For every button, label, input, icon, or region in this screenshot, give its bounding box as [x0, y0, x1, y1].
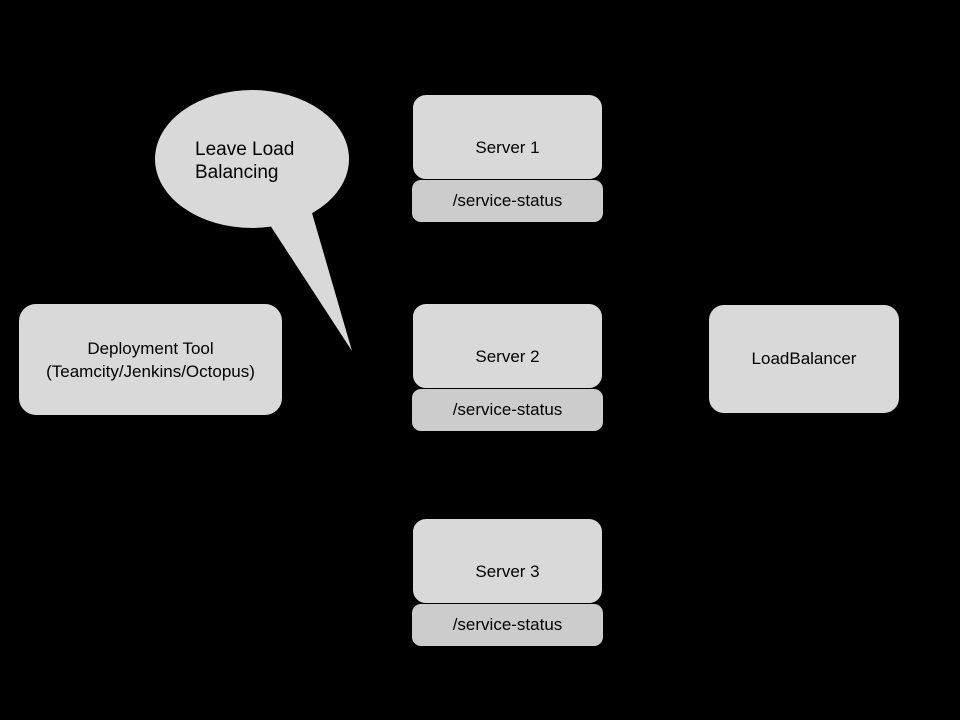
- server-1-endpoint-node: /service-status: [411, 179, 604, 223]
- server-2-label: Server 2: [475, 347, 540, 366]
- server-3-label: Server 3: [475, 562, 540, 581]
- server-3-endpoint-node: /service-status: [411, 603, 604, 647]
- speech-bubble: [155, 90, 352, 351]
- speech-bubble-tail-shape: [268, 213, 352, 351]
- load-balancer-label: LoadBalancer: [751, 349, 857, 368]
- load-balancer-node: LoadBalancer: [708, 304, 900, 414]
- deployment-tool-label: Deployment Tool (Teamcity/Jenkins/Octopu…: [46, 338, 255, 381]
- server-2-endpoint-node: /service-status: [411, 388, 604, 432]
- deployment-tool-node: Deployment Tool (Teamcity/Jenkins/Octopu…: [18, 303, 283, 416]
- server-2-endpoint-label: /service-status: [452, 400, 563, 419]
- server-1-label: Server 1: [475, 138, 540, 157]
- speech-bubble-ellipse-shape: [155, 90, 349, 228]
- server-3-endpoint-label: /service-status: [452, 615, 563, 634]
- server-1-endpoint-label: /service-status: [452, 191, 563, 210]
- callout-label: Leave Load Balancing: [195, 139, 295, 183]
- server-1-node: Server 1: [412, 94, 603, 180]
- server-3-node: Server 3: [412, 518, 603, 604]
- server-2-node: Server 2: [412, 303, 603, 389]
